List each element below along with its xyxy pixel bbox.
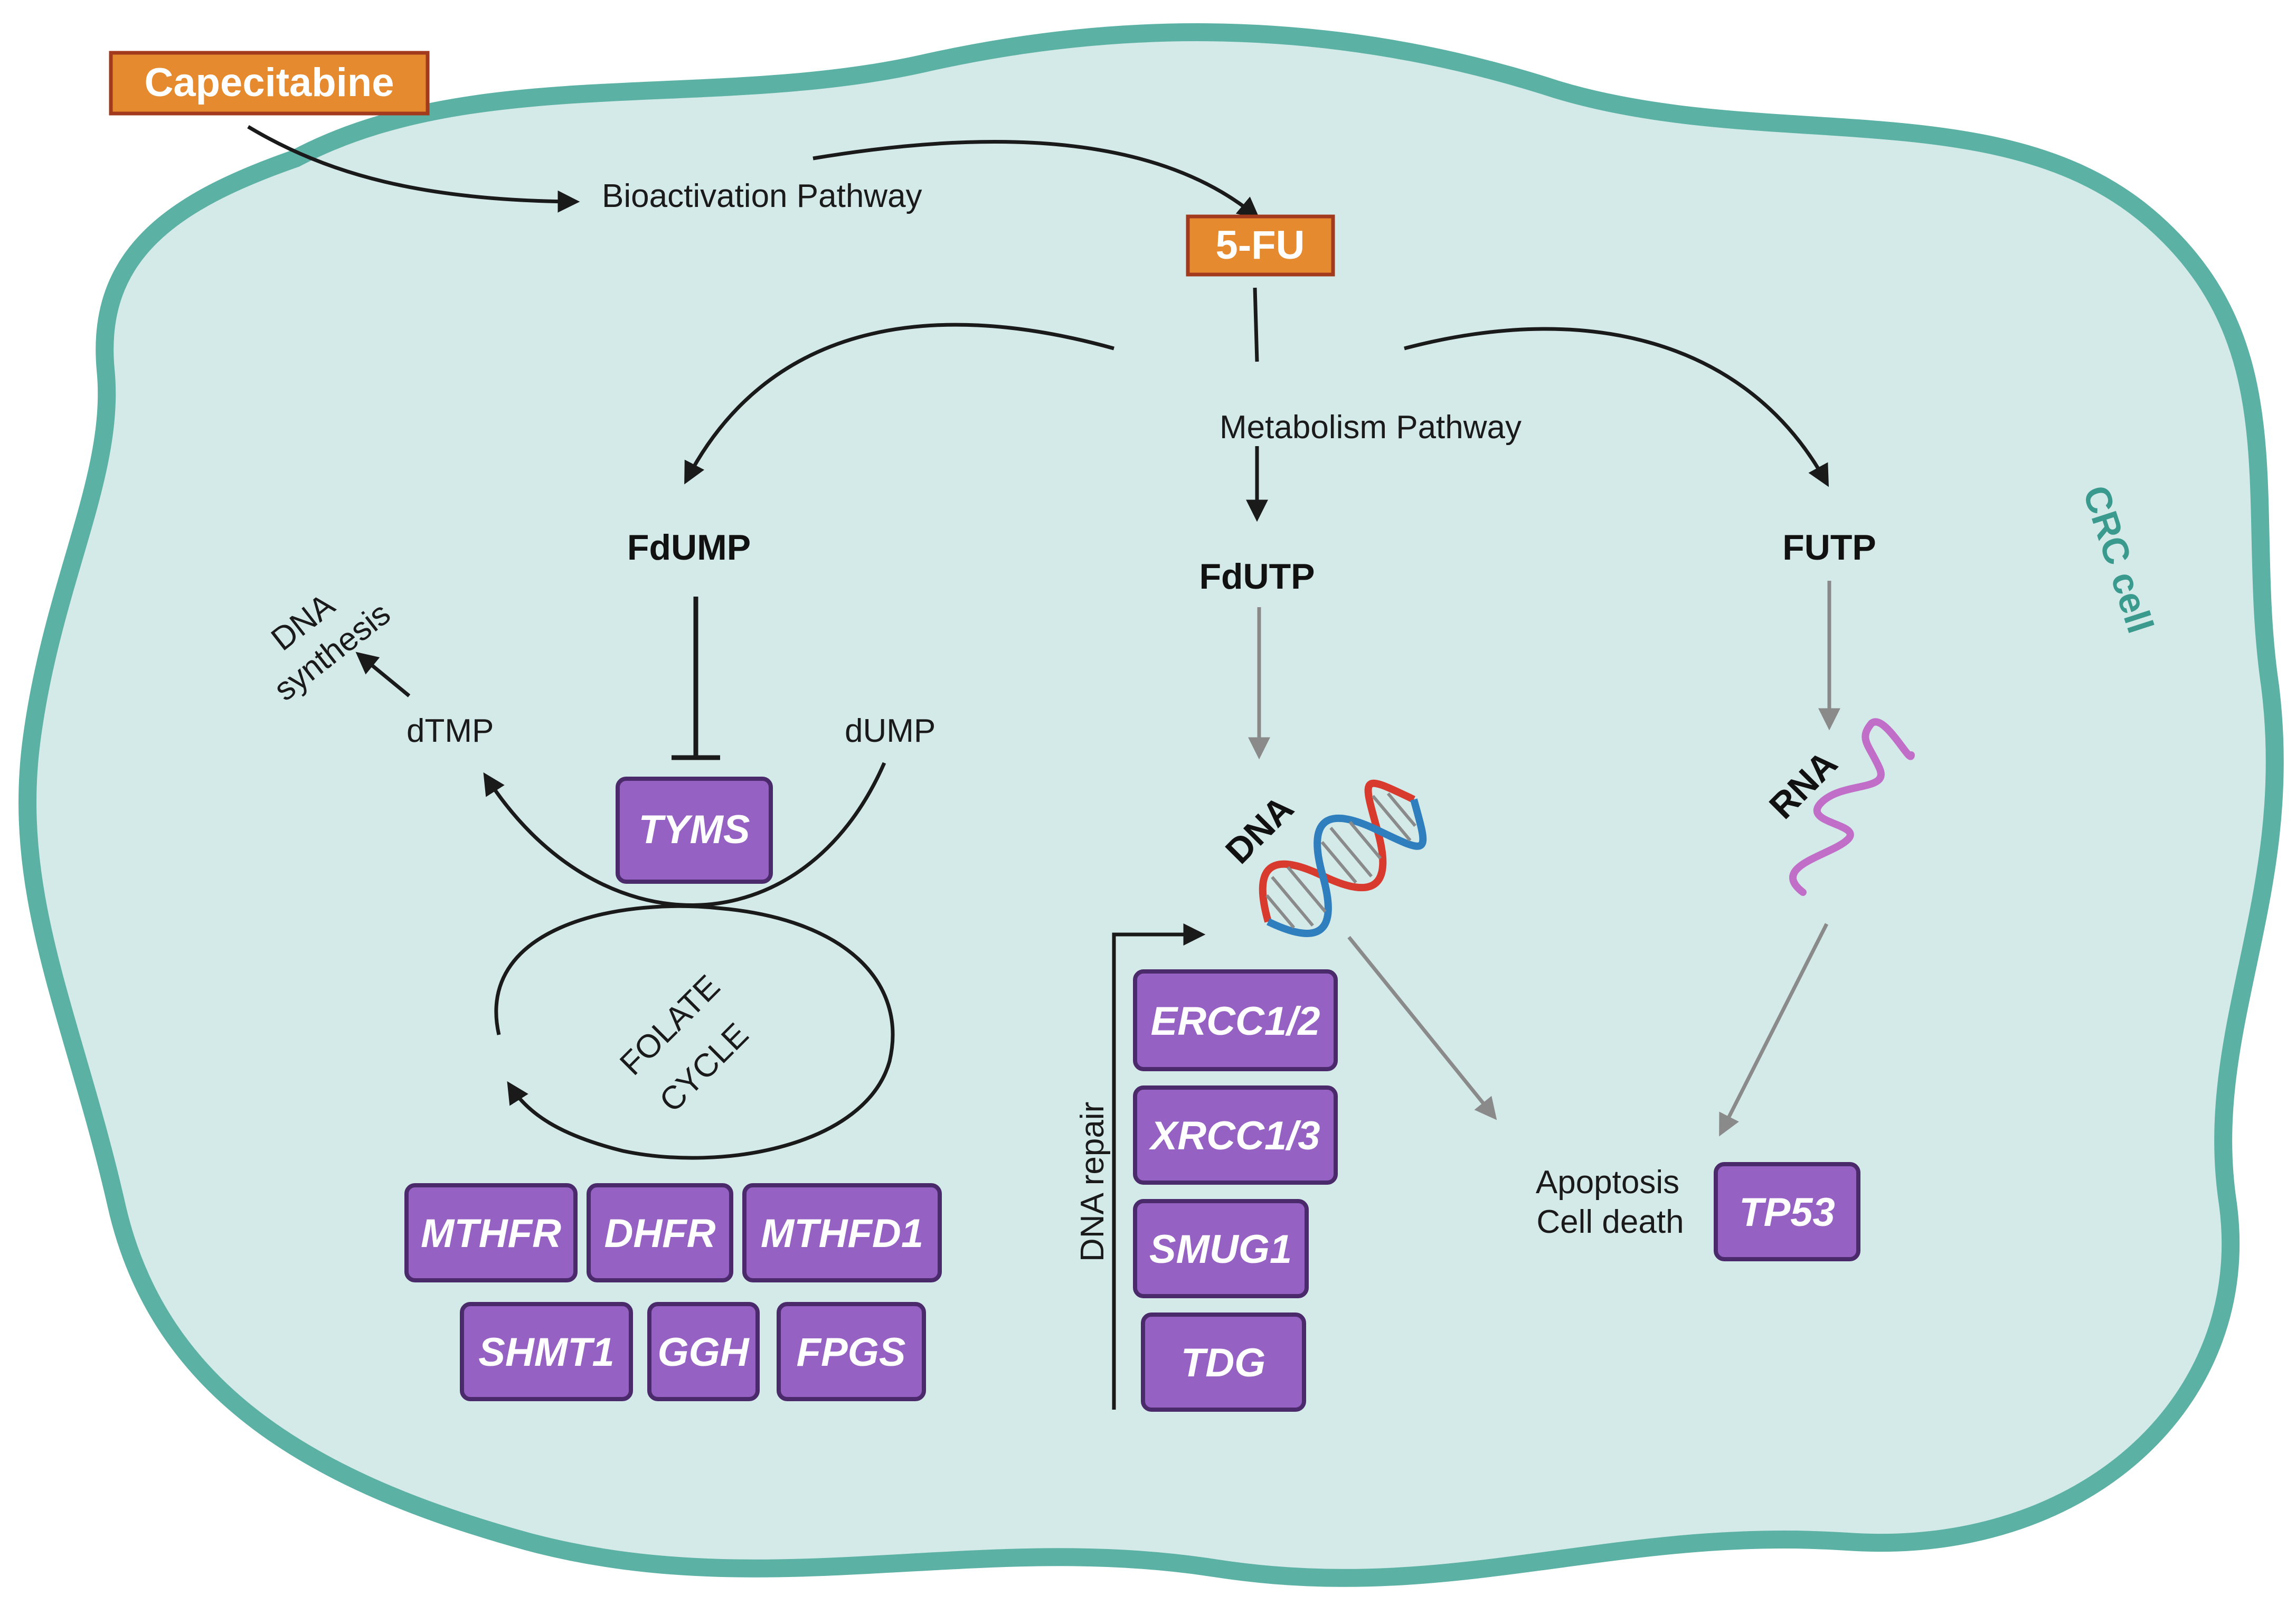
arrow-dna-apoptosis — [1347, 936, 1497, 1120]
metabolism-pathway-label: Metabolism Pathway — [1220, 409, 1522, 446]
tyms-box — [616, 777, 773, 884]
arrow-bioactivation-5fu — [812, 140, 1260, 220]
dump-label: dUMP — [845, 713, 936, 749]
capecitabine-label: Capecitabine — [144, 60, 394, 105]
apoptosis-line2: Cell death — [1536, 1204, 1684, 1240]
gene-mthfd1: MTHFD1 — [761, 1211, 923, 1256]
dna-repair-arrow — [1112, 923, 1206, 1410]
dna-repair-label: DNA repair — [1074, 1102, 1111, 1262]
gene-smug1: SMUG1 — [1149, 1227, 1292, 1272]
arrow-capecitabine-bioactivation — [247, 125, 580, 213]
fdump-label: FdUMP — [627, 527, 751, 568]
gene-xrcc13: XRCC1/3 — [1149, 1113, 1320, 1158]
bioactivation-pathway-label: Bioactivation Pathway — [602, 178, 922, 214]
folate-genes: MTHFR DHFR MTHFD1 SHMT1 GGH FPGS — [404, 1183, 942, 1401]
arrow-to-futp — [1404, 327, 1829, 487]
gene-ercc12: ERCC1/2 — [1151, 999, 1320, 1044]
capecitabine-box — [109, 51, 430, 116]
rna-strand-icon — [1789, 718, 1915, 896]
gene-fpgs: FPGS — [797, 1330, 906, 1375]
repair-genes: ERCC1/2 XRCC1/3 SMUG1 TDG — [1133, 969, 1338, 1412]
tp53-box — [1714, 1162, 1860, 1261]
folate-cycle-loop — [494, 904, 895, 1160]
futp-label: FUTP — [1782, 527, 1876, 568]
gene-tdg: TDG — [1181, 1340, 1265, 1385]
5fu-stem — [1253, 287, 1259, 362]
dtmp-label: dTMP — [407, 713, 494, 749]
arrow-dtmp-dna-synthesis — [355, 652, 411, 697]
fdutp-label: FdUTP — [1199, 556, 1315, 597]
apoptosis-line1: Apoptosis — [1536, 1164, 1679, 1201]
arrow-to-fdump — [684, 323, 1114, 485]
gene-mthfr: MTHFR — [421, 1211, 561, 1256]
arrow-rna-apoptosis — [1719, 923, 1829, 1137]
gene-ggh: GGH — [657, 1330, 750, 1375]
5fu-label: 5-FU — [1216, 223, 1305, 268]
tyms-label: TYMS — [638, 807, 750, 852]
gene-dhfr: DHFR — [604, 1211, 715, 1256]
tp53-label: TP53 — [1739, 1190, 1835, 1235]
dna-helix-icon — [1259, 779, 1427, 937]
gene-shmt1: SHMT1 — [478, 1330, 615, 1375]
5fu-box — [1186, 214, 1335, 277]
